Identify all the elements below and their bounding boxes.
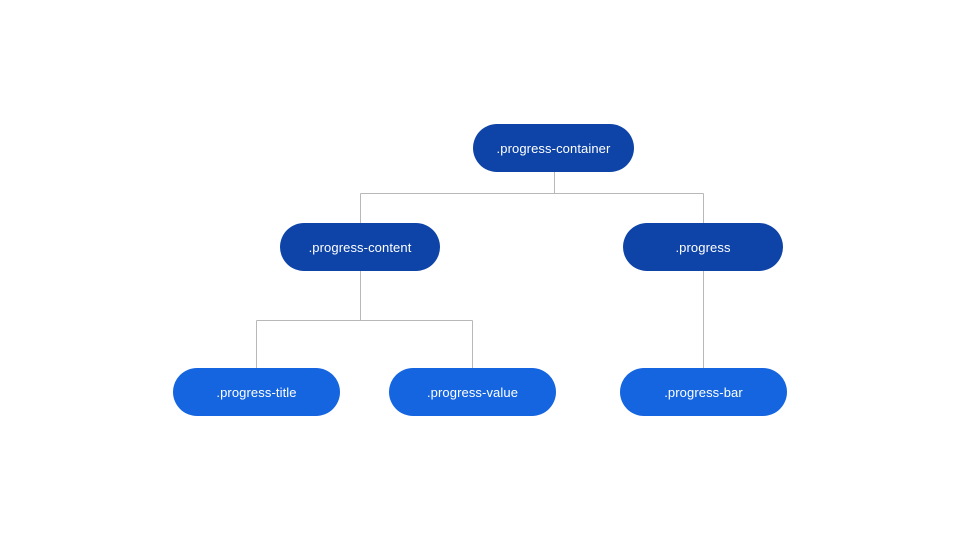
node-label-progress: .progress [675,239,731,255]
node-progress-container[interactable]: .progress-container [473,124,634,172]
node-progress-value[interactable]: .progress-value [389,368,556,416]
node-progress-content[interactable]: .progress-content [280,223,440,271]
node-label-progress-title: .progress-title [216,384,297,400]
node-label-progress-container: .progress-container [496,140,611,156]
node-progress-title[interactable]: .progress-title [173,368,340,416]
node-progress-bar[interactable]: .progress-bar [620,368,787,416]
node-progress[interactable]: .progress [623,223,783,271]
node-label-progress-content: .progress-content [308,239,412,255]
node-label-progress-bar: .progress-bar [664,384,743,400]
node-label-progress-value: .progress-value [426,384,519,400]
